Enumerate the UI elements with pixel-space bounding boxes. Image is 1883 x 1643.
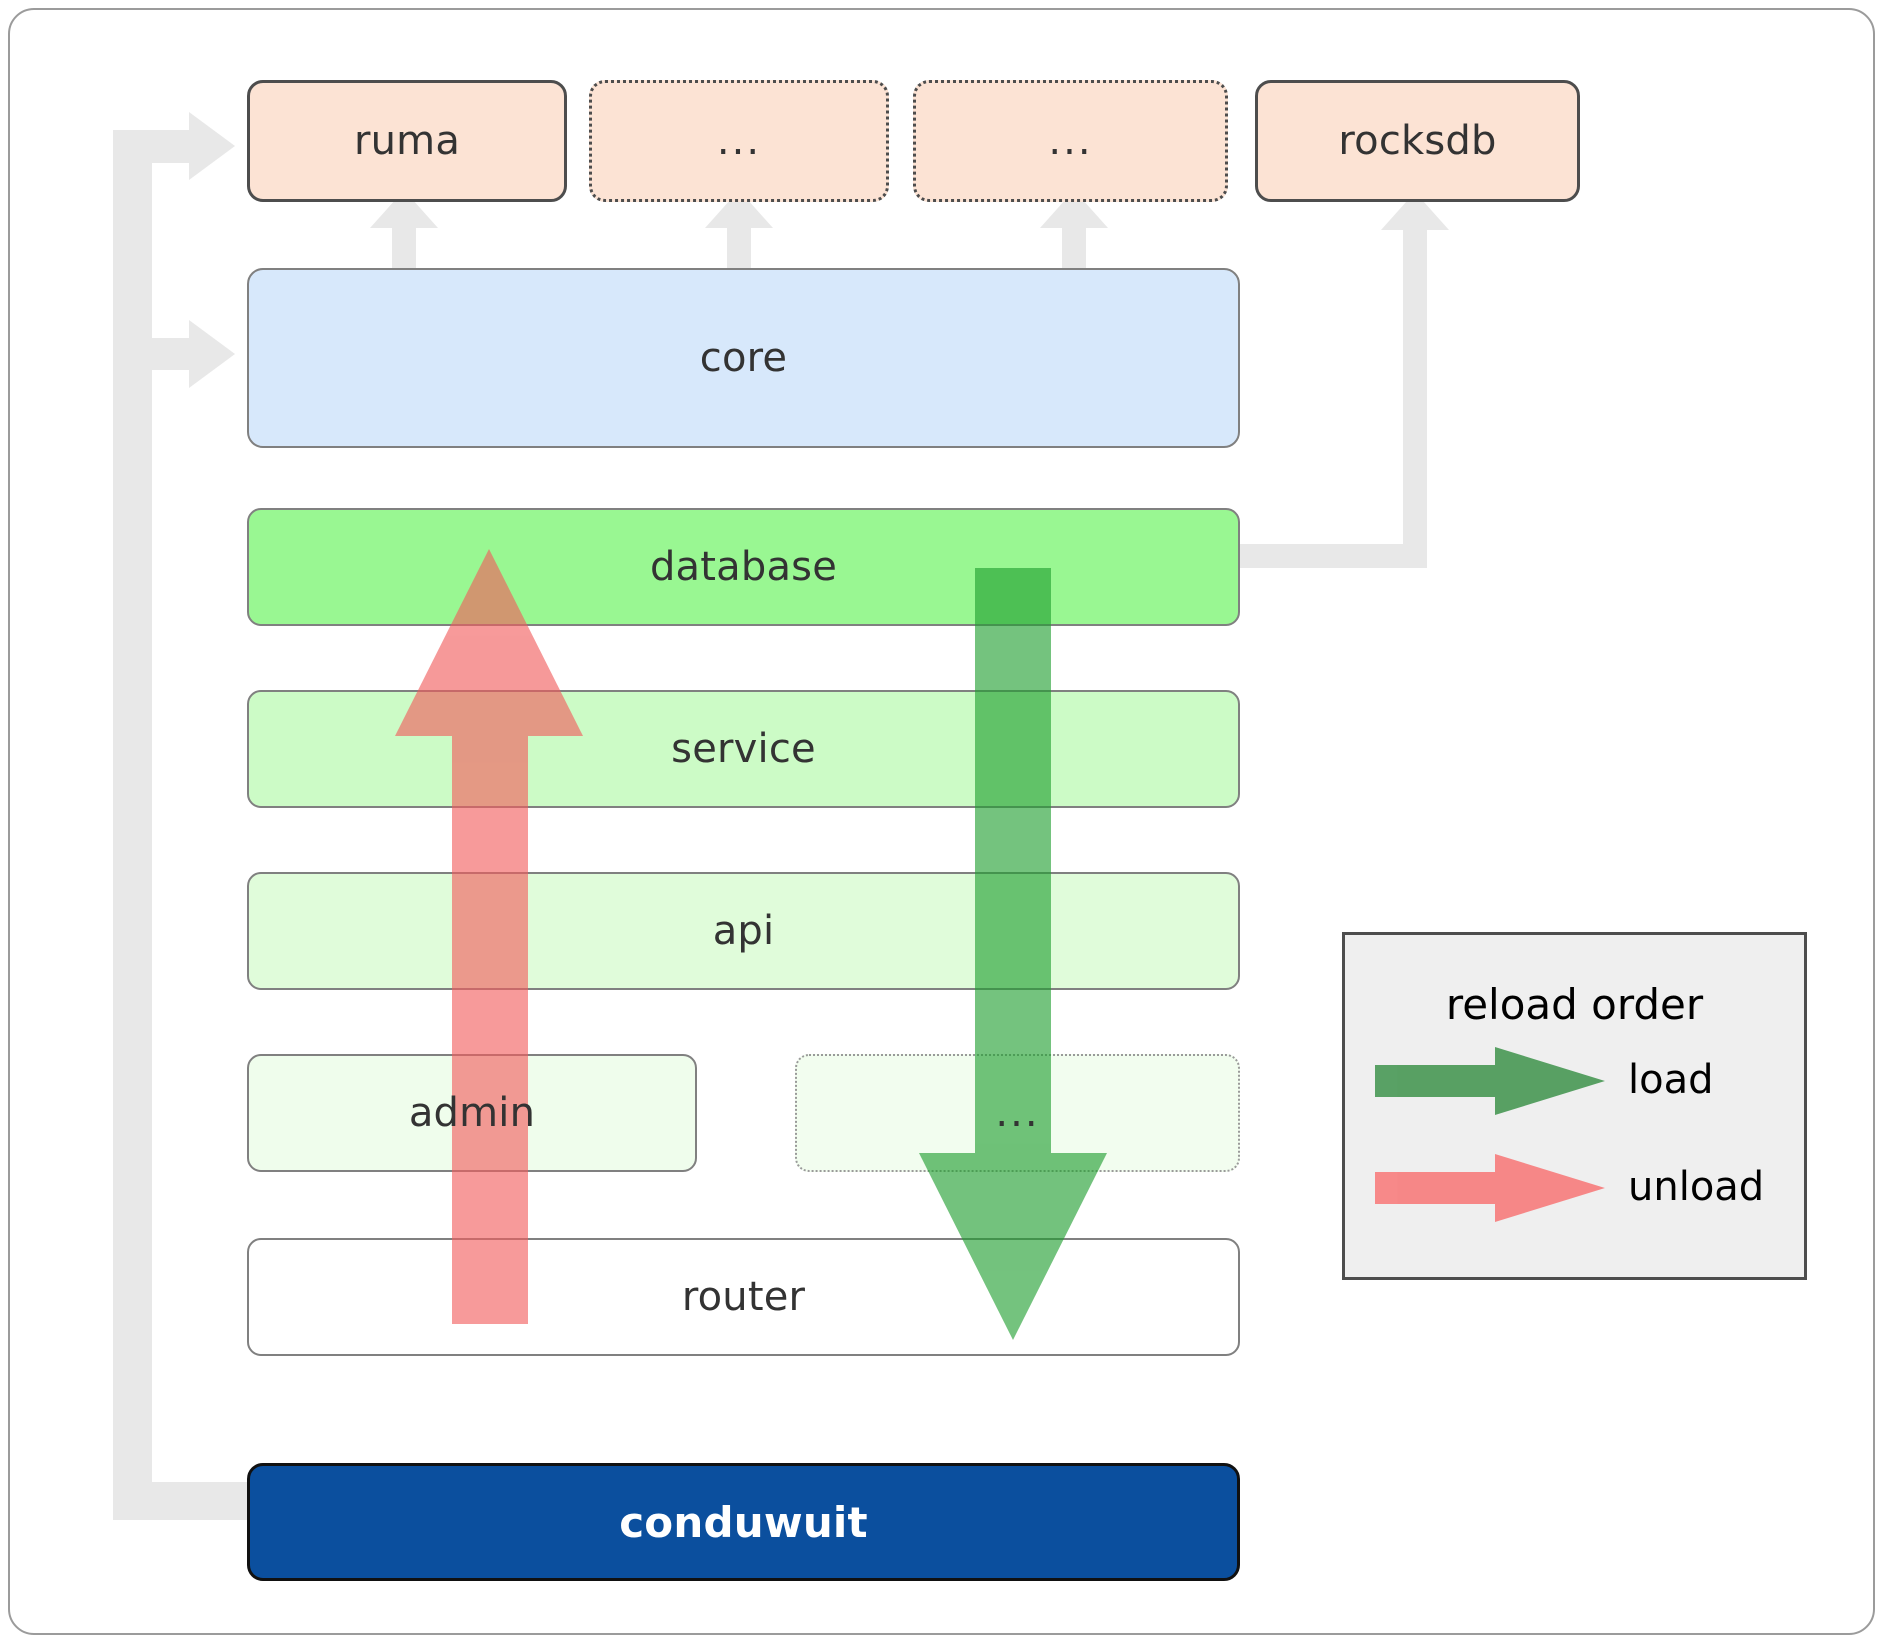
node-dep-ellipsis-1-label: ...	[716, 118, 762, 164]
legend-unload-arrow	[1375, 1154, 1605, 1222]
node-core[interactable]: core	[247, 268, 1240, 448]
node-service-label: service	[671, 726, 816, 772]
node-conduwuit-label: conduwuit	[619, 1497, 868, 1547]
node-layer-ellipsis-label: ...	[995, 1090, 1040, 1136]
node-api[interactable]: api	[247, 872, 1240, 990]
node-rocksdb[interactable]: rocksdb	[1255, 80, 1580, 202]
node-rocksdb-label: rocksdb	[1338, 118, 1497, 164]
legend-load-label: load	[1628, 1057, 1714, 1103]
node-database[interactable]: database	[247, 508, 1240, 626]
legend-load-arrow	[1375, 1047, 1605, 1115]
node-layer-ellipsis[interactable]: ...	[795, 1054, 1240, 1172]
node-database-label: database	[649, 544, 838, 590]
node-api-label: api	[712, 908, 775, 954]
node-conduwuit[interactable]: conduwuit	[247, 1463, 1240, 1581]
node-dep-ellipsis-2-label: ...	[1048, 118, 1093, 164]
node-dep-ellipsis-2[interactable]: ...	[913, 80, 1228, 202]
node-dep-ellipsis-1[interactable]: ...	[589, 80, 889, 202]
node-admin[interactable]: admin	[247, 1054, 697, 1172]
diagram-frame	[8, 8, 1875, 1635]
node-ruma[interactable]: ruma	[247, 80, 567, 202]
legend-panel: reload order load unload	[1342, 932, 1807, 1280]
legend-title: reload order	[1445, 980, 1704, 1029]
legend-unload-label: unload	[1628, 1164, 1765, 1210]
node-service[interactable]: service	[247, 690, 1240, 808]
node-ruma-label: ruma	[353, 118, 461, 164]
node-router-label: router	[681, 1274, 806, 1320]
node-admin-label: admin	[408, 1090, 536, 1136]
node-core-label: core	[699, 335, 788, 381]
node-router[interactable]: router	[247, 1238, 1240, 1356]
